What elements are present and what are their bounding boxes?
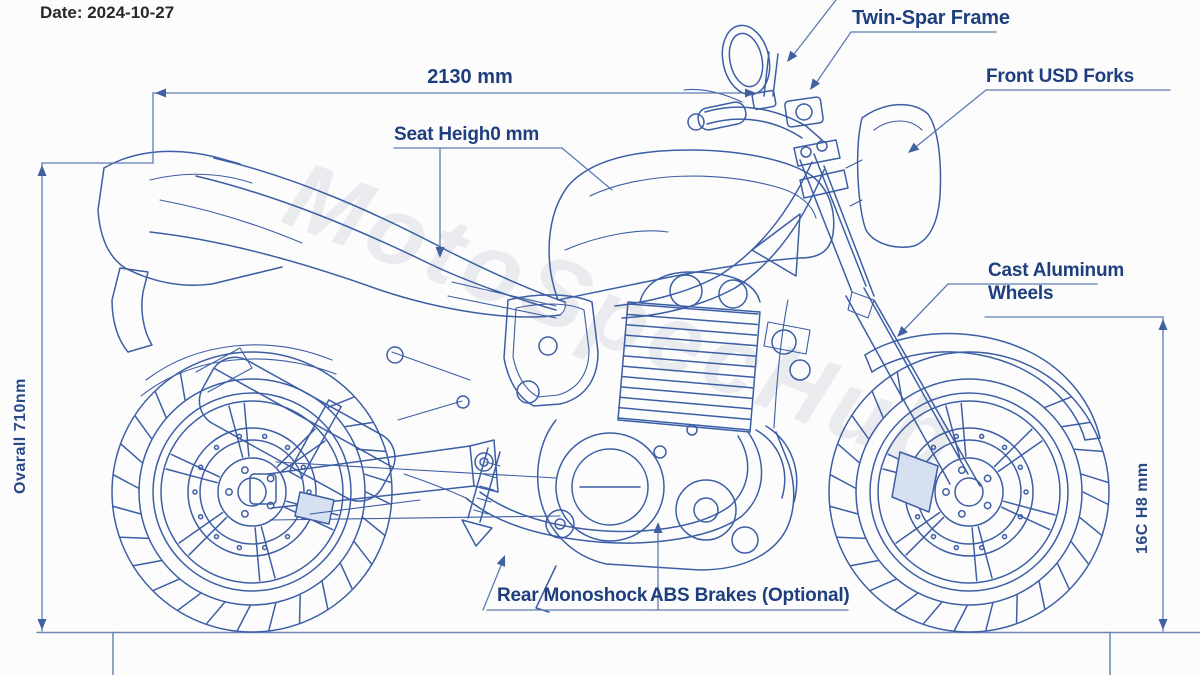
muffler (195, 347, 396, 502)
front-height-dimension (984, 316, 1168, 632)
cast-wheels-leader (897, 283, 1098, 337)
mirror (721, 24, 779, 97)
front-brake-caliper (891, 451, 939, 513)
front-wheel (828, 351, 1110, 633)
cast-aluminum-wheels-line2: Wheels (988, 283, 1054, 304)
engine (537, 271, 811, 571)
ground-line (36, 631, 1200, 675)
torque-rod (309, 499, 421, 515)
overall-length-value: 2130 mm (427, 66, 513, 88)
front-forks (793, 139, 981, 487)
side-stand (535, 565, 557, 613)
rear-monoshock-label: Rear Monoshock (497, 585, 648, 606)
front-usd-forks-leader (908, 89, 1171, 153)
handlebar (683, 88, 823, 141)
rear-monoshock-leader (482, 555, 641, 611)
rear-brake-caliper (294, 491, 335, 525)
overall-length-dimension (41, 88, 759, 164)
seat (149, 157, 566, 318)
dimension-lines (37, 0, 1171, 632)
front-height-label: 16C H8 mm (1134, 462, 1151, 554)
date-label: Date: 2024-10-27 (40, 3, 175, 22)
exhaust-headers (403, 425, 798, 544)
rear-monoshock-part (461, 447, 501, 547)
overall-height-label: Ovarall 710nm (12, 378, 29, 494)
cast-aluminum-wheels-line1: Cast Aluminum (988, 260, 1125, 281)
cast-aluminum-wheels-label: Cast Aluminum Wheels (988, 259, 1124, 305)
frame (386, 161, 825, 472)
twin-spar-leader (810, 31, 997, 90)
engine-fins (617, 303, 759, 431)
abs-brakes-label: ABS Brakes (Optional) (650, 585, 850, 606)
twin-spar-frame-label: Twin-Spar Frame (852, 7, 1010, 29)
tail-section (97, 150, 557, 353)
top-edge-leader (787, 0, 837, 62)
abs-brakes-leader (640, 522, 849, 611)
seat-height-label: Seat Heigh0 mm (394, 124, 540, 145)
instrument-cluster (784, 96, 824, 128)
overall-height-dimension (37, 162, 47, 632)
motorcycle-drawing (36, 24, 1200, 675)
rear-inner-fender (145, 344, 333, 381)
rear-wheel (111, 351, 393, 633)
side-cover (503, 294, 599, 407)
seat-height-leader (393, 147, 613, 258)
front-fender (864, 332, 1101, 441)
rear-inner-fender2 (140, 358, 337, 397)
fuel-tank (548, 149, 835, 301)
front-usd-forks-label: Front USD Forks (986, 66, 1134, 87)
headlight (845, 103, 942, 248)
